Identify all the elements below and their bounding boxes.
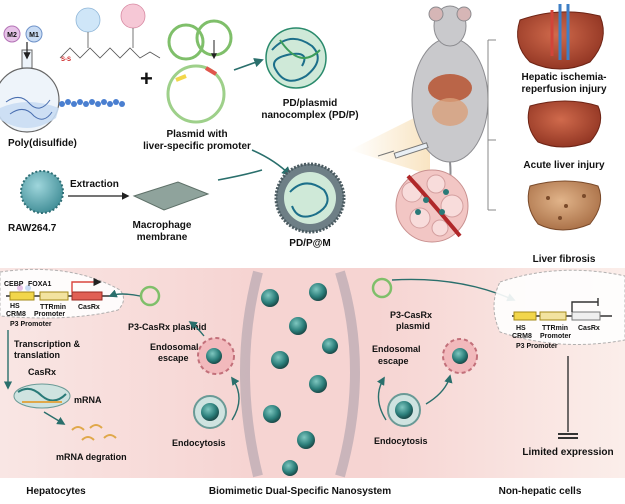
pdp-label-line2: nanocomplex (PD/P) [261, 110, 358, 121]
polymer-chain [59, 99, 125, 107]
injury-ischemia-line2: reperfusion injury [521, 84, 606, 95]
macrophage-membrane-sheet [132, 181, 210, 211]
right-casrx-gene-label: CasRx [578, 325, 600, 332]
right-endosome-escape [442, 338, 478, 374]
monomer-m1-badge [25, 25, 43, 43]
right-escape-line2: escape [378, 356, 409, 366]
membrane-label-line1: Macrophage [133, 220, 192, 231]
membrane-label-line2: membrane [137, 232, 188, 243]
limited-expression-label: Limited expression [522, 447, 613, 458]
hepatocyte-membrane [240, 270, 263, 478]
right-promoter-construct [512, 298, 612, 321]
liver-acute [527, 100, 602, 148]
left-promoter-construct [6, 277, 116, 301]
transcription-label-line1: Transcription & [14, 339, 81, 349]
nanoparticle [322, 338, 338, 354]
left-plasmid-label: P3-CasRx plasmid [128, 322, 207, 332]
right-plasmid-line1: P3-CasRx [390, 310, 432, 320]
right-ttrmin-label: TTRmin [542, 325, 568, 332]
bottom-section: CEBP FOXA1 HS CRM8 TTRmin Promoter CasRx… [0, 268, 625, 497]
left-cebp-label: CEBP [4, 281, 24, 288]
delivery-beam [350, 110, 430, 175]
nanoparticle [309, 375, 327, 393]
casrx-protein-label: CasRx [28, 367, 56, 377]
right-hs-label: HS [516, 325, 526, 332]
injury-acute-label: Acute liver injury [523, 160, 605, 171]
right-endocytosis-label: Endocytosis [374, 436, 428, 446]
pdp-nanocomplex [265, 27, 327, 89]
mrna-label: mRNA [74, 395, 102, 405]
raw264-cell [20, 170, 64, 214]
left-foxa1-label: FOXA1 [28, 281, 51, 288]
pdpm-nanoparticle [274, 162, 346, 234]
nanoparticle [261, 289, 279, 307]
nanoparticle [309, 283, 327, 301]
right-plasmid-line2: plasmid [396, 321, 430, 331]
plus-sign: + [140, 66, 153, 91]
nanoparticle [282, 460, 298, 476]
casrx-protein-complex [13, 383, 71, 409]
left-escape-line2: escape [158, 353, 189, 363]
plasmid-label-line2: liver-specific promoter [143, 141, 251, 152]
right-crm8-label: CRM8 [512, 333, 532, 340]
poly-disulfide-label: Poly(disulfide) [8, 138, 77, 149]
plasmid-label-line1: Plasmid with [166, 129, 227, 140]
mrna-degration-label: mRNA degration [56, 452, 127, 462]
injury-fibrosis-label: Liver fibrosis [533, 254, 596, 265]
left-p3-plasmid-icon [139, 285, 161, 307]
top-section: M2 M1 S-S Poly(disulfide) + [0, 3, 607, 265]
nonhepatic-nucleus [493, 269, 625, 345]
left-hs-label: HS [10, 303, 20, 310]
left-endosome-escape [197, 337, 235, 375]
tissue-micrograph [395, 169, 469, 243]
liver-fibrosis [527, 180, 602, 231]
left-endocytosis-vesicle [193, 395, 227, 429]
right-p3-plasmid-icon [371, 277, 393, 299]
reaction-flask [0, 42, 60, 133]
transcription-label-line2: translation [14, 350, 60, 360]
pdpm-label: PD/P@M [289, 238, 330, 249]
syringe-icon [377, 142, 429, 159]
left-escape-line1: Endosomal [150, 342, 199, 352]
monomer-m1-label: M1 [29, 32, 39, 39]
right-promoter-word: Promoter [540, 333, 571, 340]
mouse-illustration [411, 5, 489, 201]
raw264-label: RAW264.7 [8, 223, 57, 234]
disease-bracket [487, 39, 496, 211]
nonhepatic-membrane-inner [335, 270, 360, 478]
pdp-label-line1: PD/plasmid [283, 98, 337, 109]
nanoparticle [263, 405, 281, 423]
left-casrx-gene-label: CasRx [78, 304, 100, 311]
liver-ischemia [517, 4, 604, 70]
left-ttrmin-label: TTRmin [40, 304, 66, 311]
left-endocytosis-label: Endocytosis [172, 438, 226, 448]
left-crm8-label: CRM8 [6, 311, 26, 318]
plasmid-circle-1 [167, 23, 205, 61]
right-p3-promoter-label: P3 Promoter [516, 343, 558, 350]
monomer-m2-badge [3, 25, 21, 43]
left-promoter-word: Promoter [34, 311, 65, 318]
plasmid-circle-large [166, 64, 226, 124]
caption-hepatocytes: Hepatocytes [26, 486, 86, 497]
nanoparticle [289, 317, 307, 335]
plasmid-group [166, 19, 233, 124]
nanoparticle [297, 431, 315, 449]
caption-nonhepatic: Non-hepatic cells [499, 486, 582, 497]
nanoparticle [271, 351, 289, 369]
nanoparticle-cloud [261, 283, 338, 476]
right-endocytosis-vesicle [387, 393, 421, 427]
disulfide-label: S-S [61, 57, 71, 63]
right-escape-line1: Endosomal [372, 344, 421, 354]
mrna-fragments [71, 424, 117, 441]
monomer-m2-label: M2 [7, 32, 17, 39]
injury-ischemia-line1: Hepatic ischemia- [521, 72, 606, 83]
chemical-structure [59, 3, 161, 59]
left-p3-promoter-label: P3 Promoter [10, 321, 52, 328]
caption-biomimetic: Biomimetic Dual-Specific Nanosystem [209, 486, 391, 497]
extraction-label: Extraction [70, 179, 119, 190]
